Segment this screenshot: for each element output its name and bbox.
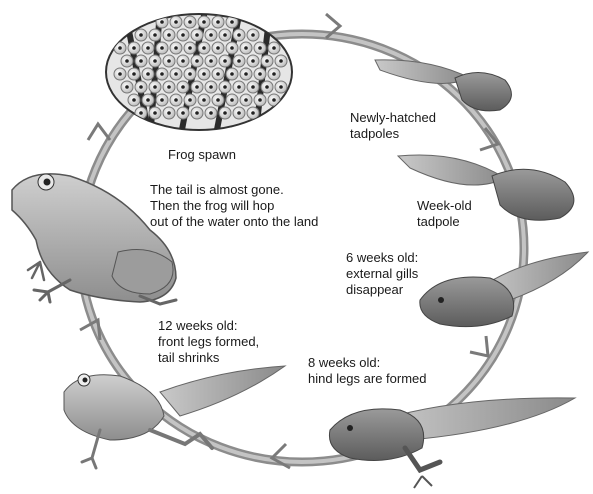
egg-embryo — [153, 59, 157, 63]
egg-embryo — [146, 98, 150, 102]
egg-embryo — [195, 111, 199, 115]
label-week-old-tadpole: Week-old tadpole — [417, 198, 472, 230]
egg-embryo — [139, 33, 143, 37]
egg-embryo — [195, 59, 199, 63]
egg-embryo — [188, 20, 192, 24]
egg-embryo — [174, 20, 178, 24]
label-twelve-weeks: 12 weeks old: front legs formed, tail sh… — [158, 318, 259, 366]
egg-embryo — [279, 85, 283, 89]
eight-weeks-tadpole-illustration — [329, 398, 575, 488]
egg-embryo — [244, 46, 248, 50]
egg-embryo — [139, 85, 143, 89]
egg-embryo — [216, 46, 220, 50]
six-weeks-tadpole-illustration — [420, 252, 588, 327]
egg-embryo — [146, 46, 150, 50]
egg-embryo — [181, 33, 185, 37]
egg-embryo — [223, 85, 227, 89]
egg-embryo — [174, 46, 178, 50]
egg-embryo — [118, 72, 122, 76]
egg-embryo — [209, 33, 213, 37]
egg-embryo — [132, 46, 136, 50]
egg-embryo — [209, 111, 213, 115]
egg-embryo — [132, 72, 136, 76]
egg-embryo — [167, 33, 171, 37]
egg-embryo — [251, 33, 255, 37]
egg-embryo — [202, 46, 206, 50]
egg-embryo — [272, 98, 276, 102]
egg-embryo — [167, 59, 171, 63]
egg-embryo — [160, 20, 164, 24]
egg-embryo — [223, 59, 227, 63]
egg-embryo — [132, 98, 136, 102]
egg-embryo — [216, 20, 220, 24]
egg-embryo — [251, 111, 255, 115]
egg-embryo — [202, 98, 206, 102]
egg-embryo — [230, 46, 234, 50]
label-six-weeks: 6 weeks old: external gills disappear — [346, 250, 418, 298]
egg-embryo — [209, 85, 213, 89]
egg-embryo — [153, 85, 157, 89]
egg-embryo — [181, 85, 185, 89]
egg-embryo — [160, 46, 164, 50]
egg-embryo — [230, 20, 234, 24]
egg-embryo — [223, 111, 227, 115]
egg-embryo — [118, 46, 122, 50]
egg-embryo — [223, 33, 227, 37]
egg-embryo — [181, 59, 185, 63]
egg-embryo — [244, 72, 248, 76]
egg-embryo — [237, 33, 241, 37]
egg-embryo — [237, 111, 241, 115]
egg-embryo — [167, 85, 171, 89]
egg-embryo — [174, 98, 178, 102]
label-eight-weeks: 8 weeks old: hind legs are formed — [308, 355, 427, 387]
egg-embryo — [188, 72, 192, 76]
egg-embryo — [216, 98, 220, 102]
egg-embryo — [209, 59, 213, 63]
egg-embryo — [202, 20, 206, 24]
arrow-icon — [470, 336, 488, 356]
frog-spawn-illustration — [106, 10, 292, 140]
egg-embryo — [153, 111, 157, 115]
egg-embryo — [279, 59, 283, 63]
egg-embryo — [230, 72, 234, 76]
egg-embryo — [160, 98, 164, 102]
egg-embryo — [188, 98, 192, 102]
label-newly-hatched-tadpoles: Newly-hatched tadpoles — [350, 110, 436, 142]
egg-embryo — [265, 85, 269, 89]
egg-embryo — [174, 72, 178, 76]
egg-embryo — [146, 72, 150, 76]
egg-embryo — [125, 85, 129, 89]
egg-embryo — [265, 59, 269, 63]
egg-embryo — [195, 85, 199, 89]
egg-embryo — [125, 59, 129, 63]
egg-embryo — [216, 72, 220, 76]
egg-embryo — [202, 72, 206, 76]
egg-embryo — [272, 72, 276, 76]
egg-embryo — [188, 46, 192, 50]
egg-embryo — [167, 111, 171, 115]
egg-embryo — [258, 98, 262, 102]
egg-embryo — [139, 59, 143, 63]
egg-embryo — [139, 111, 143, 115]
egg-embryo — [230, 98, 234, 102]
egg-embryo — [237, 85, 241, 89]
egg-embryo — [244, 98, 248, 102]
label-tail-almost-gone: The tail is almost gone. Then the frog w… — [150, 182, 318, 230]
egg-embryo — [258, 46, 262, 50]
egg-embryo — [195, 33, 199, 37]
egg-embryo — [251, 59, 255, 63]
egg-embryo — [251, 85, 255, 89]
egg-embryo — [272, 46, 276, 50]
egg-embryo — [160, 72, 164, 76]
egg-embryo — [258, 72, 262, 76]
label-frog-spawn: Frog spawn — [168, 147, 236, 163]
egg-embryo — [153, 33, 157, 37]
egg-embryo — [181, 111, 185, 115]
arrow-icon — [88, 124, 110, 140]
egg-embryo — [237, 59, 241, 63]
